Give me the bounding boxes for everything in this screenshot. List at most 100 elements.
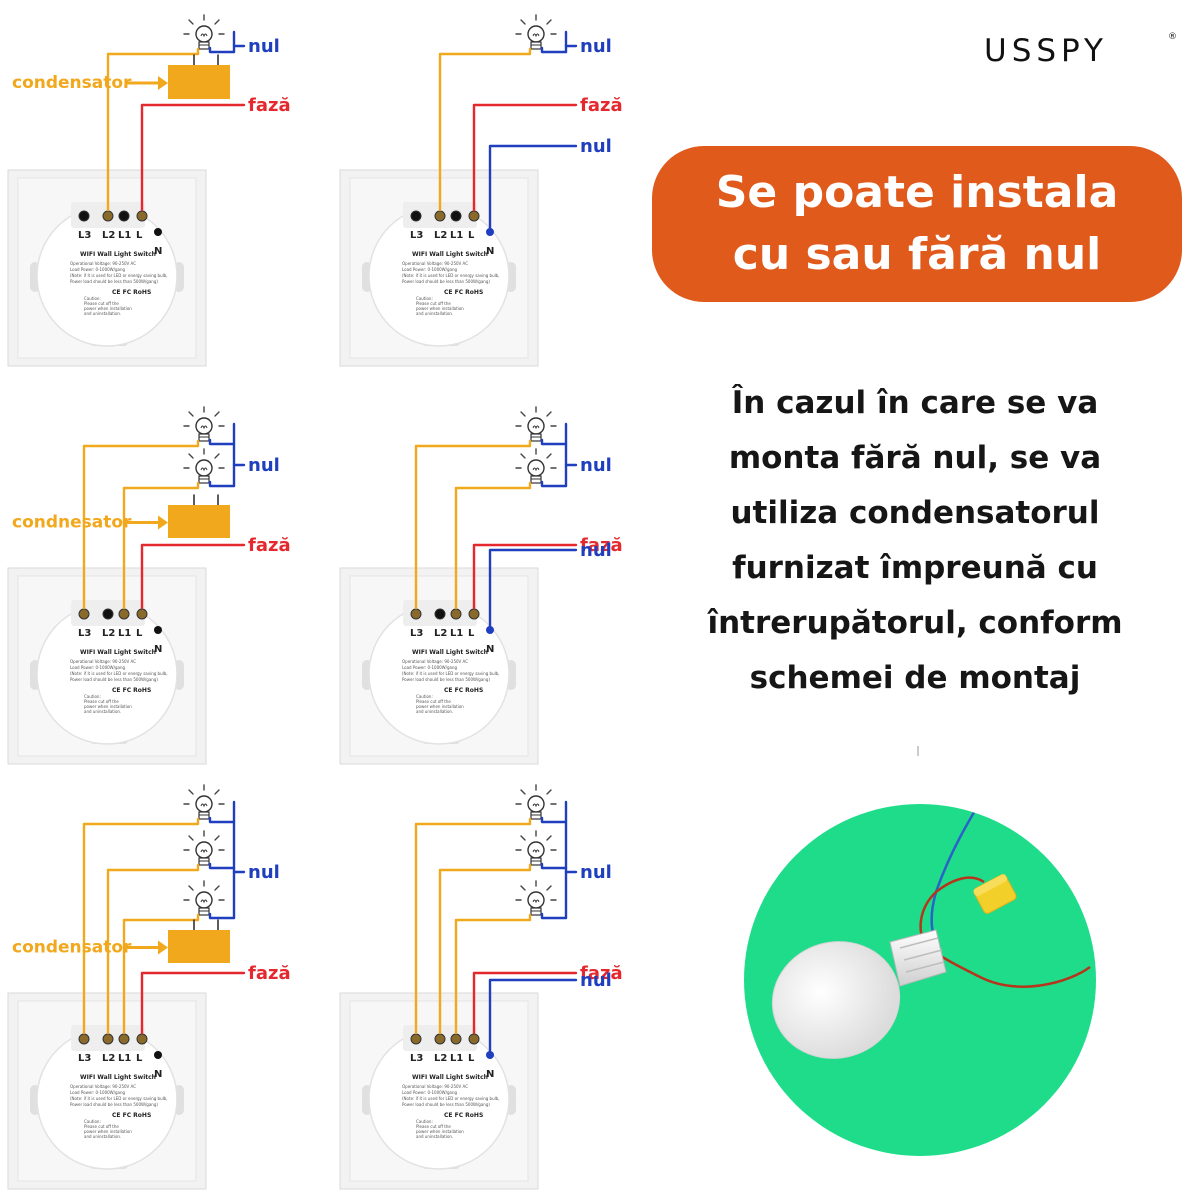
label-nul-n: nul (580, 136, 612, 157)
bulb-filament (532, 803, 540, 808)
terminal-screw (78, 608, 90, 620)
bulb-ray (188, 453, 194, 459)
load-wire (82, 817, 200, 1035)
caution-line: power when installation (416, 306, 464, 311)
bulb-ray (520, 885, 526, 891)
bulb-glass (195, 417, 213, 435)
note-line: monta fără nul, se va (728, 440, 1102, 476)
spec-line: (Note: if it is used for LED or energy s… (70, 1096, 168, 1101)
neutral-terminal (154, 1051, 162, 1059)
bulb-base (198, 475, 210, 484)
caution-line: and uninstallation. (84, 311, 121, 316)
bulb-ray (520, 19, 526, 25)
spec-line: Power load should be less than 500W/gang… (70, 677, 158, 682)
neutral-bus-stub (540, 862, 568, 870)
bulb-glass (195, 891, 213, 909)
neutral-bus-stub (540, 912, 568, 920)
light-bulb-icon (183, 880, 225, 916)
terminal-label-n: N (486, 644, 494, 655)
neutral-bus-stub (540, 438, 568, 446)
note-line: întrerupătorul, conform (707, 605, 1123, 641)
light-bulb-icon (183, 830, 225, 866)
headline-banner: Se poate instala cu sau fără nul (652, 146, 1182, 302)
phase-wire (140, 543, 246, 610)
cert-marks: CE FC RoHS (112, 687, 151, 694)
caution-line: and uninstallation. (416, 709, 453, 714)
product-title: WIFI Wall Light Switch (412, 251, 488, 258)
bulb-glass (527, 891, 545, 909)
spec-line: Operational Voltage: 90-250V AC (402, 261, 468, 266)
terminal-screw (102, 210, 114, 222)
bulb-filament (532, 33, 540, 38)
capacitor-arrow-head (158, 940, 168, 955)
bulb-base (530, 811, 542, 820)
terminal-screw (468, 1033, 480, 1045)
neutral-bus-stub (208, 816, 236, 824)
phase-wire (472, 971, 578, 1035)
terminal-label: L (136, 1053, 143, 1064)
light-bulb-icon (183, 448, 225, 484)
light-bulb-icon (515, 448, 557, 484)
bulb-ray (520, 789, 526, 795)
light-bulb-icon (515, 880, 557, 916)
caution-line: power when installation (416, 1129, 464, 1134)
bulb-base (198, 857, 210, 866)
product-title: WIFI Wall Light Switch (412, 1074, 488, 1081)
spec-line: Power load should be less than 500W/gang… (402, 677, 490, 682)
bulb-ray (214, 453, 220, 459)
caution-line: power when installation (84, 306, 132, 311)
terminal-label: L3 (78, 628, 91, 639)
terminal-label: L2 (102, 628, 115, 639)
load-wire (122, 481, 200, 610)
caution-line: Caution: (84, 1119, 101, 1124)
label-nul: nul (580, 36, 612, 57)
cert-marks: CE FC RoHS (444, 1112, 483, 1119)
load-wire (106, 863, 200, 1035)
terminal-label: L1 (118, 628, 131, 639)
bulb-base (198, 433, 210, 442)
bulb-ray (546, 453, 552, 459)
product-title: WIFI Wall Light Switch (412, 649, 488, 656)
terminal-label: L2 (434, 230, 447, 241)
bulb-ray (520, 453, 526, 459)
neutral-bus-stub (208, 480, 236, 488)
bulb-base (530, 475, 542, 484)
caution-line: Please cut off the (84, 699, 119, 704)
light-bulb-icon (515, 830, 557, 866)
label-faza: fază (248, 535, 291, 556)
terminal-label: L1 (118, 1053, 131, 1064)
neutral-bus-stub (540, 480, 568, 488)
label-nul: nul (248, 36, 280, 57)
terminal-label: L1 (450, 628, 463, 639)
spec-line: (Note: if it is used for LED or energy s… (402, 273, 500, 278)
brand-logo-text: USSPY (984, 33, 1108, 66)
terminal-screw (410, 608, 422, 620)
bulb-base (530, 41, 542, 50)
label-nul: nul (580, 862, 612, 883)
spec-line: Load Power: 0-1000W/gang (70, 665, 126, 670)
bulb-glass (527, 841, 545, 859)
label-nul: nul (580, 455, 612, 476)
caution-line: power when installation (416, 704, 464, 709)
spec-line: (Note: if it is used for LED or energy s… (402, 671, 500, 676)
bulb-ray (188, 411, 194, 417)
note-line: schemei de montaj (749, 660, 1081, 696)
bulb-filament (532, 849, 540, 854)
light-bulb-icon (183, 406, 225, 442)
bulb-glass (195, 841, 213, 859)
light-bulb-icon (515, 784, 557, 820)
caution-line: Please cut off the (84, 301, 119, 306)
spec-line: Load Power: 0-1000W/gang (70, 267, 126, 272)
spec-line: Power load should be less than 500W/gang… (402, 279, 490, 284)
headline-line-2: cu sau fără nul (732, 229, 1102, 280)
capacitor-arrow-head (158, 76, 168, 90)
spec-line: (Note: if it is used for LED or energy s… (70, 671, 168, 676)
terminal-unused (78, 210, 90, 222)
bulb-filament (200, 467, 208, 472)
phase-wire (140, 971, 246, 1035)
terminal-label: L2 (102, 1053, 115, 1064)
phase-wire (140, 103, 246, 212)
product-title: WIFI Wall Light Switch (80, 251, 156, 258)
bulb-ray (546, 411, 552, 417)
